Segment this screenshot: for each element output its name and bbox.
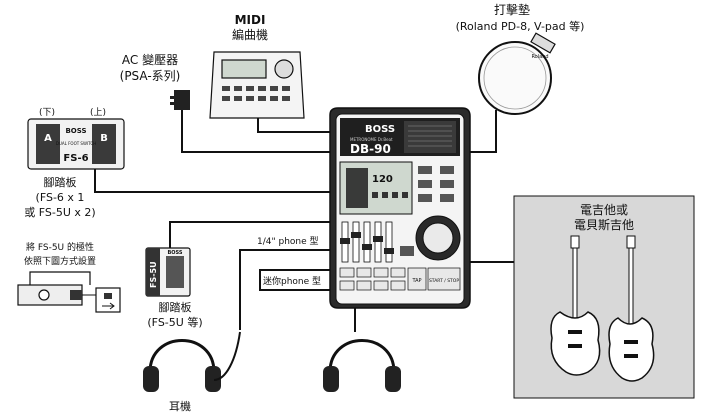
db90-device: BOSS METRONOME Dr.Beat DB-90 120 (329, 107, 471, 309)
trigger-pad-subtitle: (Roland PD-8, V-pad 等) (456, 19, 585, 33)
fs6-brand: BOSS (65, 127, 86, 135)
fs6-pedal-b (92, 124, 116, 164)
headphones-caption: 耳機 (169, 399, 191, 413)
midi-screen (221, 59, 267, 79)
db90-start-stop-button (427, 267, 461, 291)
footswitch-fs6: (下) (上) A B BOSS DUAL FOOT SWITCH FS-6 腳… (24, 107, 125, 219)
fs6-caption-3: 或 FS-5U x 2) (24, 206, 95, 219)
guitar-box-frame (513, 195, 695, 399)
ac-adapter-title: AC 變壓器 (122, 52, 178, 67)
fs5u-model-label: FS-5U (149, 261, 158, 288)
midi-keys (222, 86, 290, 101)
headphone-right-cup (205, 366, 221, 392)
db90-side-buttons (418, 166, 454, 202)
polarity-note-line-2: 依照下圖方式設置 (24, 255, 96, 267)
footswitch-fs5u: FS-5U BOSS 腳踏板 (FS-5U 等) (145, 247, 203, 329)
polarity-selector (70, 290, 82, 300)
db90-model: DB-90 (350, 142, 391, 156)
ac-adapter-body (174, 90, 190, 110)
fs6-pedal-a-label: A (44, 133, 52, 144)
headphones-quarter-inch (143, 331, 241, 392)
trigger-pad-title: 打擊墊 (494, 2, 530, 17)
fs5u-caption-1: 腳踏板 (159, 300, 192, 314)
trigger-pad: 打擊墊 (Roland PD-8, V-pad 等) Roland (456, 2, 585, 115)
db90-sliders (340, 221, 394, 263)
db90-bottom-buttons (339, 267, 406, 291)
midi-dial (274, 59, 294, 79)
db90-screen-readout: 120 (372, 174, 393, 185)
trigger-pad-clamp (530, 32, 556, 54)
polarity-note-line-1: 將 FS-5U 的極性 (26, 241, 94, 253)
fs6-pedal-b-label: B (100, 133, 108, 144)
polarity-detail-box (95, 287, 121, 313)
fs6-pedal-a (36, 124, 60, 164)
polarity-screw (38, 289, 50, 301)
headphone-mini-right-cup (385, 366, 401, 392)
db90-screen-meter (346, 168, 368, 208)
ac-adapter: AC 變壓器 (PSA-系列) (120, 52, 190, 110)
guitar-box: 電吉他或 電貝斯吉他 (513, 195, 695, 399)
db90-start-stop-label: START / STOP (429, 278, 459, 284)
mini-phone-label: 迷你phone 型 (263, 275, 321, 287)
fs5u-pedal (166, 256, 184, 288)
fs5u-caption-2: (FS-5U 等) (147, 315, 202, 329)
db90-subtitle: METRONOME Dr.Beat (350, 137, 393, 142)
trigger-pad-brand: Roland (531, 54, 548, 60)
ac-adapter-subtitle: (PSA-系列) (120, 69, 181, 83)
guitar-box-line-2: 電貝斯吉他 (574, 218, 634, 232)
db90-tap-label: TAP (411, 278, 421, 284)
db90-small-button (400, 246, 414, 256)
headphones-mini (323, 339, 401, 392)
db90-brand: BOSS (365, 124, 395, 135)
quarter-inch-phone-label: 1/4" phone 型 (257, 236, 319, 247)
polarity-note: 將 FS-5U 的極性 依照下圖方式設置 (17, 241, 121, 313)
fs6-model: FS-6 (63, 153, 88, 164)
db90-tap-button (407, 267, 427, 291)
fs5u-brand: BOSS (167, 250, 182, 256)
headphone-left-cup (143, 366, 159, 392)
fs6-caption-2: (FS-6 x 1 (36, 191, 85, 204)
trigger-pad-head (478, 41, 552, 115)
electric-bass-icon (608, 235, 655, 382)
fs6-small-text: DUAL FOOT SWITCH (56, 141, 96, 146)
fs6-left-mark: (下) (39, 108, 55, 118)
midi-title: MIDI (235, 13, 266, 27)
db90-screen-indicators (372, 192, 408, 198)
midi-subtitle: 編曲機 (232, 27, 268, 42)
fs5u-side-strip (146, 248, 160, 296)
fs6-caption-1: 腳踏板 (44, 175, 77, 189)
headphone-mini-left-cup (323, 366, 339, 392)
electric-guitar-icon (550, 235, 601, 376)
db90-speaker-grille (408, 125, 452, 147)
guitar-box-line-1: 電吉他或 (580, 203, 628, 217)
fs6-right-mark: (上) (90, 107, 106, 118)
midi-sequencer: MIDI 編曲機 (209, 13, 305, 119)
